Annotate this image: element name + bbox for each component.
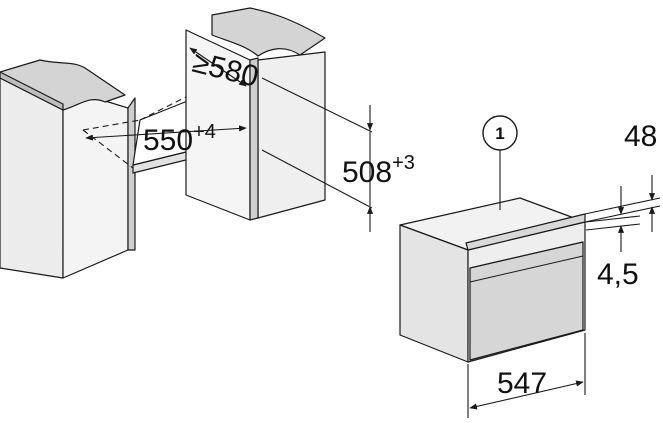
dim-niche-height: [261, 77, 374, 232]
oven: [399, 197, 586, 363]
niche-width-label: 550+4: [143, 121, 216, 157]
front-depth-label: 48: [624, 120, 657, 153]
niche-width-tolerance: +4: [193, 121, 216, 143]
niche-depth-prefix: ≥: [189, 46, 213, 82]
callout-1: 1: [482, 115, 518, 210]
dim-front-depth: [584, 175, 661, 232]
niche-height-tolerance: +3: [392, 152, 415, 174]
dim-appliance-width: [467, 333, 586, 418]
niche-width-value: 550: [143, 124, 193, 157]
dim-niche-width: [85, 125, 247, 141]
niche-height-value: 508: [342, 156, 392, 189]
dim-niche-depth: [189, 47, 247, 87]
gap-label: 4,5: [597, 258, 639, 291]
callout-1-number: 1: [495, 124, 504, 143]
right-cabinet: [185, 7, 326, 221]
dim-gap: [585, 186, 641, 252]
niche-height-label: 508+3: [342, 152, 415, 189]
appliance-width-label: 547: [497, 367, 547, 400]
left-cabinet: [0, 59, 136, 279]
